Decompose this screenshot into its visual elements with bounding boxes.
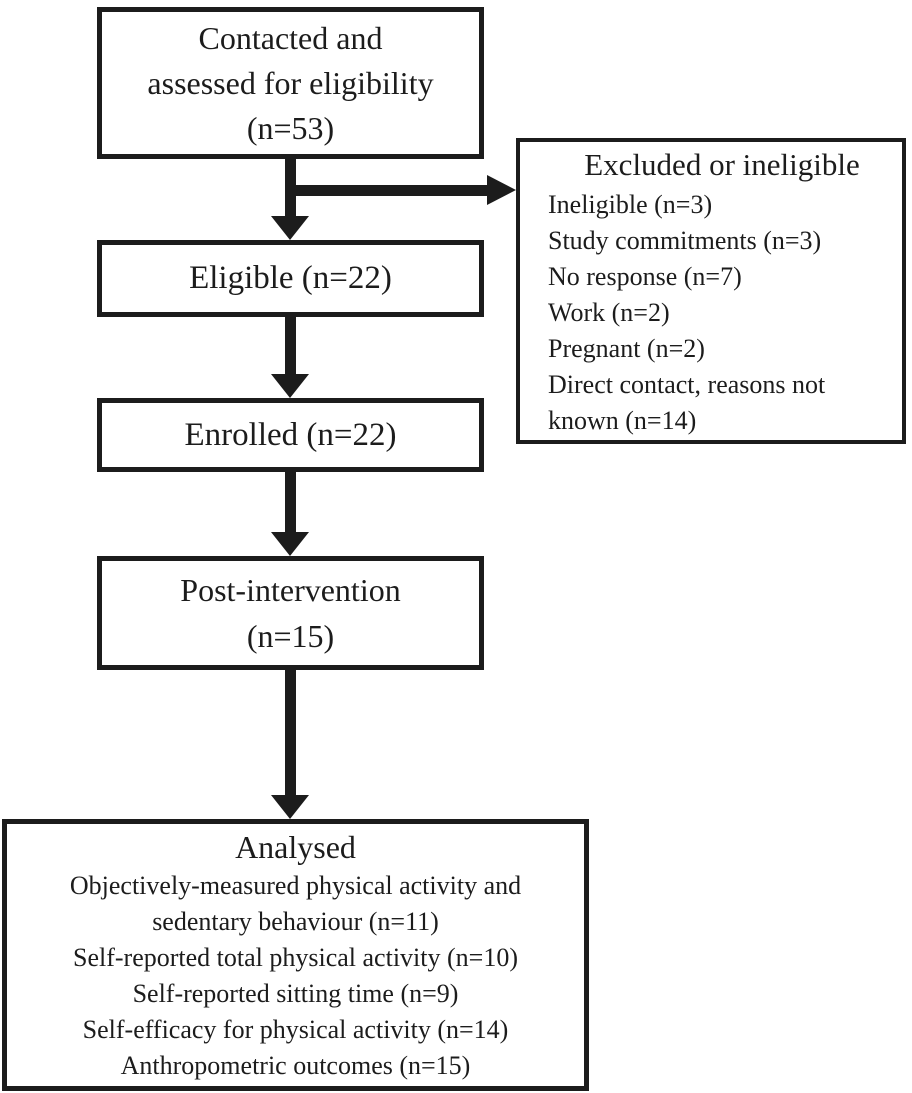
box-excluded-item: Ineligible (n=3) [548,190,713,219]
arrow-eligible-to-enrolled-line [285,316,296,376]
box-post-intervention-line: Post-intervention [180,572,401,608]
arrow-enrolled-to-post-line [285,471,296,534]
arrow-contacted-to-eligible-head [271,216,309,240]
box-enrolled-label: Enrolled (n=22) [184,416,397,453]
box-analysed-item: Self-efficacy for physical activity (n=1… [82,1015,509,1044]
box-contacted-lines: Contacted and assessed for eligibility (n=… [147,16,433,151]
box-excluded-item: No response (n=7) [548,262,742,291]
arrow-eligible-to-enrolled-head [271,374,309,398]
arrow-post-to-analysed-head [271,795,309,819]
box-analysed-item: Self-reported total physical activity (n… [73,943,518,972]
arrow-to-excluded-line [290,185,487,196]
box-post-intervention: Post-intervention (n=15) [97,556,484,670]
box-analysed-item: Anthropometric outcomes (n=15) [120,1051,471,1080]
box-analysed: Analysed Objectively-measured physical a… [2,819,589,1091]
box-excluded-items: Ineligible (n=3) Study commitments (n=3) N… [548,187,896,439]
box-contacted: Contacted and assessed for eligibility (n=… [97,7,484,159]
box-post-intervention-line: (n=15) [246,618,335,654]
box-excluded-item: Pregnant (n=2) [548,334,705,363]
box-contacted-line: Contacted and [198,19,383,56]
box-contacted-line: (n=53) [246,109,335,146]
box-excluded-item: Direct contact, reasons not known (n=14) [548,370,826,435]
arrow-post-to-analysed-line [285,670,296,797]
box-enrolled: Enrolled (n=22) [97,398,484,472]
box-excluded-title: Excluded or ineligible [584,147,860,182]
box-excluded-item: Study commitments (n=3) [548,226,822,255]
box-eligible: Eligible (n=22) [97,240,484,317]
box-contacted-line: assessed for eligibility [147,64,434,101]
arrow-to-excluded-head [487,175,516,205]
box-analysed-item: Self-reported sitting time (n=9) [132,979,459,1008]
box-post-intervention-lines: Post-intervention (n=15) [180,567,400,659]
box-eligible-label: Eligible (n=22) [189,260,392,296]
box-analysed-title: Analysed [235,829,356,865]
box-excluded-item: Work (n=2) [548,298,670,327]
arrow-enrolled-to-post-head [271,532,309,556]
box-analysed-item: Objectively-measured physical activity a… [69,871,522,936]
box-analysed-items: Objectively-measured physical activity a… [17,868,574,1084]
box-excluded: Excluded or ineligible Ineligible (n=3) S… [516,138,906,444]
